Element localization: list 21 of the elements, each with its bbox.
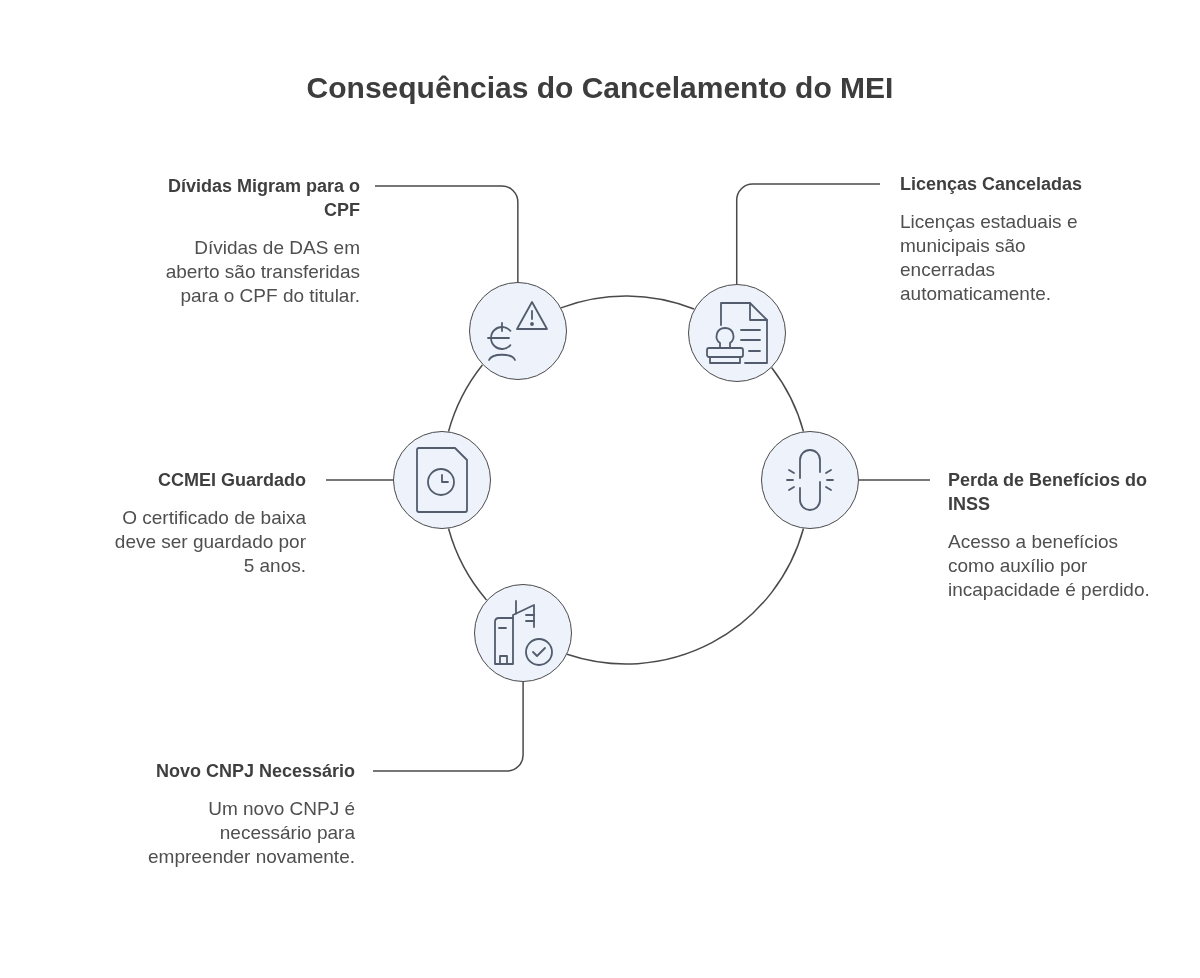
- heading: Perda de Benefícios do INSS: [948, 469, 1149, 516]
- leader-line: [374, 185, 519, 283]
- heading: Dívidas Migram para o CPF: [166, 175, 360, 222]
- leader-line: [735, 183, 881, 285]
- ring-arc: [560, 295, 695, 310]
- leader-line: [325, 479, 394, 481]
- heading: Novo CNPJ Necessário: [154, 760, 355, 783]
- leader-line: [372, 680, 524, 772]
- description: Licenças estaduais e municipais são encerradas automaticamente.: [900, 210, 1079, 306]
- description: O certificado de baixa deve ser guardado por 5 anos.: [113, 506, 306, 578]
- ring-arc: [447, 364, 484, 433]
- ring-arc: [566, 527, 805, 665]
- title: Consequências do Cancelamento do MEI: [306, 70, 894, 106]
- heading: CCMEI Guardado: [157, 469, 306, 492]
- leader-line: [858, 479, 931, 481]
- description: Dívidas de DAS em aberto são transferidas para o CPF do titular.: [164, 236, 360, 308]
- heading: Licenças Canceladas: [900, 173, 1084, 196]
- ring-arc: [770, 366, 805, 433]
- description: Um novo CNPJ é necessário para empreender novamente.: [147, 797, 355, 869]
- description: Acesso a benefícios como auxílio por incapacidade é perdido.: [948, 530, 1151, 602]
- ring-arc: [447, 527, 488, 601]
